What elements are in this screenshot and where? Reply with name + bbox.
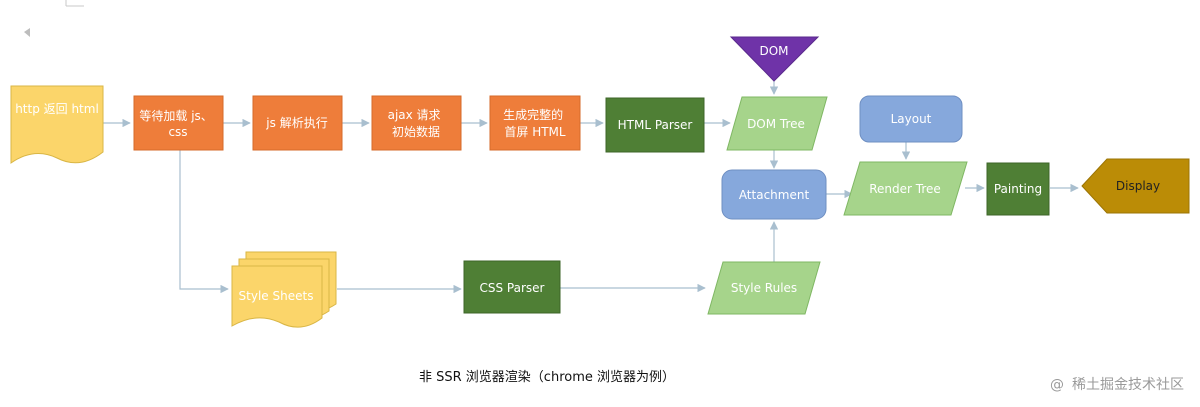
node-css-parser: CSS Parser [463,260,561,314]
node-layout: Layout [859,95,963,143]
node-ajax-line-1: ajax 请求 [388,108,441,122]
node-dom-tree-label: DOM Tree [747,117,805,131]
node-ajax-line-2: 初始数据 [392,124,440,139]
node-http-request-label: http 返回 html [15,102,99,116]
node-html-parser: HTML Parser [605,97,705,153]
small-dot-icon [24,28,30,37]
node-style-rules: Style Rules [707,261,821,315]
node-generate-line-2: 首屏 HTML [504,125,566,139]
node-ajax: ajax 请求 初始数据 [371,95,462,151]
node-dom-tree: DOM Tree [726,96,828,151]
node-html-parser-label: HTML Parser [618,118,693,132]
node-style-rules-label: Style Rules [731,281,797,295]
node-style-sheets: Style Sheets [231,251,337,328]
node-wait-load-line-2: css [168,125,187,139]
node-layout-label: Layout [891,112,932,126]
node-wait-load: 等待加载 js、 css [133,95,224,151]
node-wait-load-line-1: 等待加载 js、 [139,109,212,123]
node-dom: DOM [729,36,820,82]
node-render-tree: Render Tree [843,161,968,216]
node-attachment-label: Attachment [739,188,810,202]
node-http-request: http 返回 html [10,85,104,164]
node-generate: 生成完整的 首屏 HTML [489,95,581,151]
node-generate-line-1: 生成完整的 [503,107,563,122]
node-display-label: Display [1116,179,1160,193]
node-wait-load-label: 等待加载 js、 css [139,109,216,139]
node-js-exec-label: js 解析执行 [265,116,327,130]
node-js-exec: js 解析执行 [252,95,343,151]
node-dom-label: DOM [759,44,788,58]
node-ajax-label: ajax 请求 初始数据 [388,108,445,139]
node-generate-label: 生成完整的 首屏 HTML [503,107,567,139]
node-display: Display [1081,158,1190,214]
node-painting: Painting [986,162,1050,216]
edge-wait-to-stylesheets [179,150,229,294]
node-render-tree-label: Render Tree [869,182,941,196]
node-style-sheets-label: Style Sheets [239,289,314,303]
watermark-text: 稀土掘金技术社区 [1072,377,1184,393]
node-attachment: Attachment [721,169,827,220]
watermark-symbol: @ [1050,377,1064,393]
node-painting-label: Painting [994,182,1042,196]
diagram-caption: 非 SSR 浏览器渲染（chrome 浏览器为例） [419,369,675,385]
node-css-parser-label: CSS Parser [480,281,545,295]
